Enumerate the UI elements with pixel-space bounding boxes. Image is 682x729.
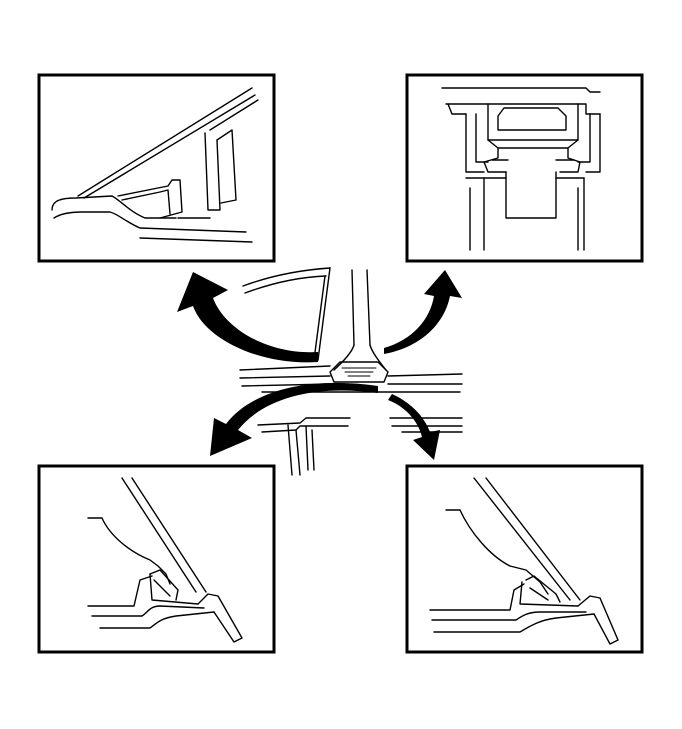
panel-bottom-right [405, 464, 644, 654]
panel-top-right [405, 73, 644, 263]
arrow-up-left [177, 272, 318, 363]
arrows [177, 270, 462, 460]
arrow-up-right [384, 270, 462, 354]
arrow-down-left [210, 382, 378, 456]
vehicle-overview [239, 267, 463, 476]
panel-bottom-left [37, 464, 276, 654]
panel-top-left [37, 73, 276, 263]
arrow-down-right [388, 394, 440, 460]
